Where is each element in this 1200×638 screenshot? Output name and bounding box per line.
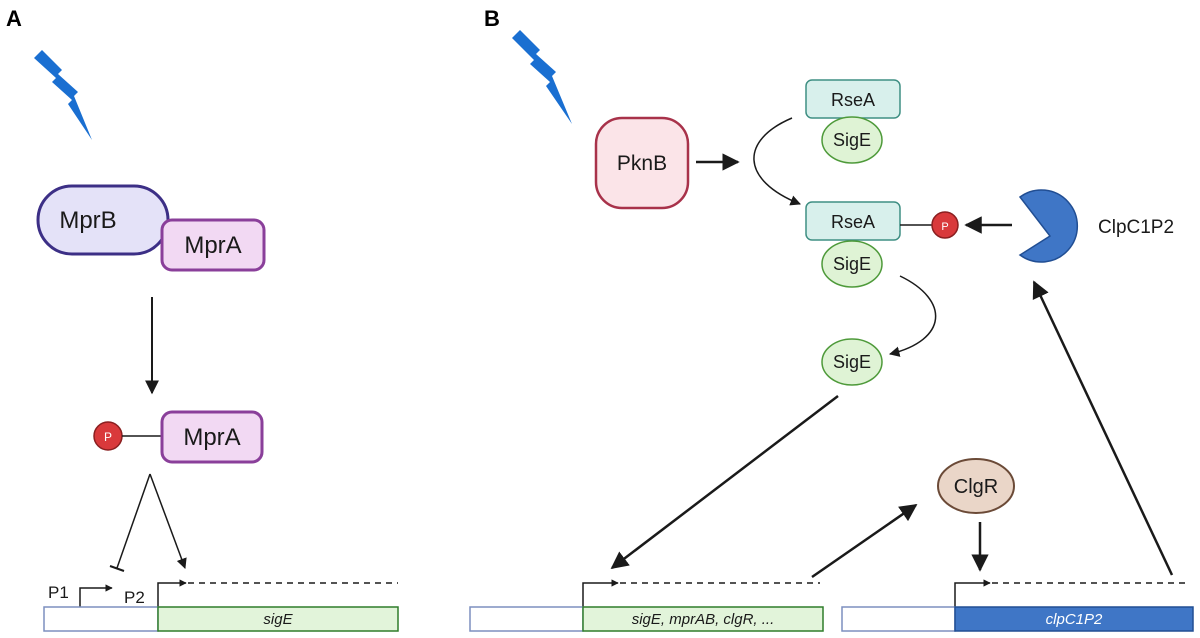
promoter-b-left-arrow xyxy=(582,579,619,607)
mprA-label: MprA xyxy=(184,232,241,259)
mprB-label: MprB xyxy=(59,207,116,234)
clpc1p2-label: ClpC1P2 xyxy=(1098,217,1174,238)
sigE-top-label: SigE xyxy=(833,130,871,150)
sigE-mid-label: SigE xyxy=(833,254,871,274)
phosphate-label: P xyxy=(104,430,112,444)
repression-bar xyxy=(109,565,125,572)
sigE-top xyxy=(821,116,883,164)
panel-b-letter: B xyxy=(484,6,500,31)
promoter-b-right-region xyxy=(841,606,956,632)
sigE-free xyxy=(821,338,883,386)
promoter-p2-label: P2 xyxy=(124,588,145,607)
sigE-to-gene-arrow xyxy=(610,395,839,570)
rseA-phosphate-label: P xyxy=(941,221,948,233)
promoter-b-left-region xyxy=(469,606,584,632)
sigE-regulon-gene-label: sigE, mprAB, clgR, ... xyxy=(632,611,775,628)
sigE-gene-region xyxy=(157,606,399,632)
sigE-regulon-gene-region xyxy=(582,606,824,632)
rseA-top-label: RseA xyxy=(831,90,875,110)
promoter-p2-arrow xyxy=(157,579,187,607)
sigE-mid xyxy=(821,240,883,288)
panel-a-letter: A xyxy=(6,6,22,31)
repression-line xyxy=(116,473,151,569)
clpc1p2-gene-region xyxy=(954,606,1194,632)
clpc1p2-protease-icon xyxy=(1018,189,1079,263)
clpc1p2-gene-label: clpC1P2 xyxy=(1046,611,1103,628)
stress-lightning-icon xyxy=(34,50,92,140)
gene-to-clgR-arrow xyxy=(811,503,918,579)
rseA-phosphate-badge xyxy=(931,211,959,239)
rseA-mid xyxy=(805,201,901,241)
stress-lightning-icon-b xyxy=(512,30,572,124)
mprA-p-protein xyxy=(160,410,264,464)
release-curve-arrow xyxy=(888,275,937,357)
sigE-free-label: SigE xyxy=(833,352,871,372)
mprA-protein xyxy=(160,218,266,272)
promoter-p1-arrow xyxy=(79,584,113,607)
activation-line xyxy=(149,473,187,569)
clgR-protein xyxy=(937,458,1015,514)
promoter-region xyxy=(43,606,159,632)
mprA-p-label: MprA xyxy=(183,424,240,451)
pknB-protein xyxy=(594,116,690,210)
phosphorylation-curve-arrow xyxy=(753,117,801,206)
rseA-mid-label: RseA xyxy=(831,212,875,232)
clgR-label: ClgR xyxy=(954,476,998,498)
promoter-b-right-arrow xyxy=(954,579,991,607)
promoter-p1-label: P1 xyxy=(48,583,69,602)
gene-to-clpc1p2-arrow xyxy=(1032,280,1174,576)
sigE-gene-label: sigE xyxy=(263,611,293,628)
pknB-label: PknB xyxy=(617,152,667,175)
